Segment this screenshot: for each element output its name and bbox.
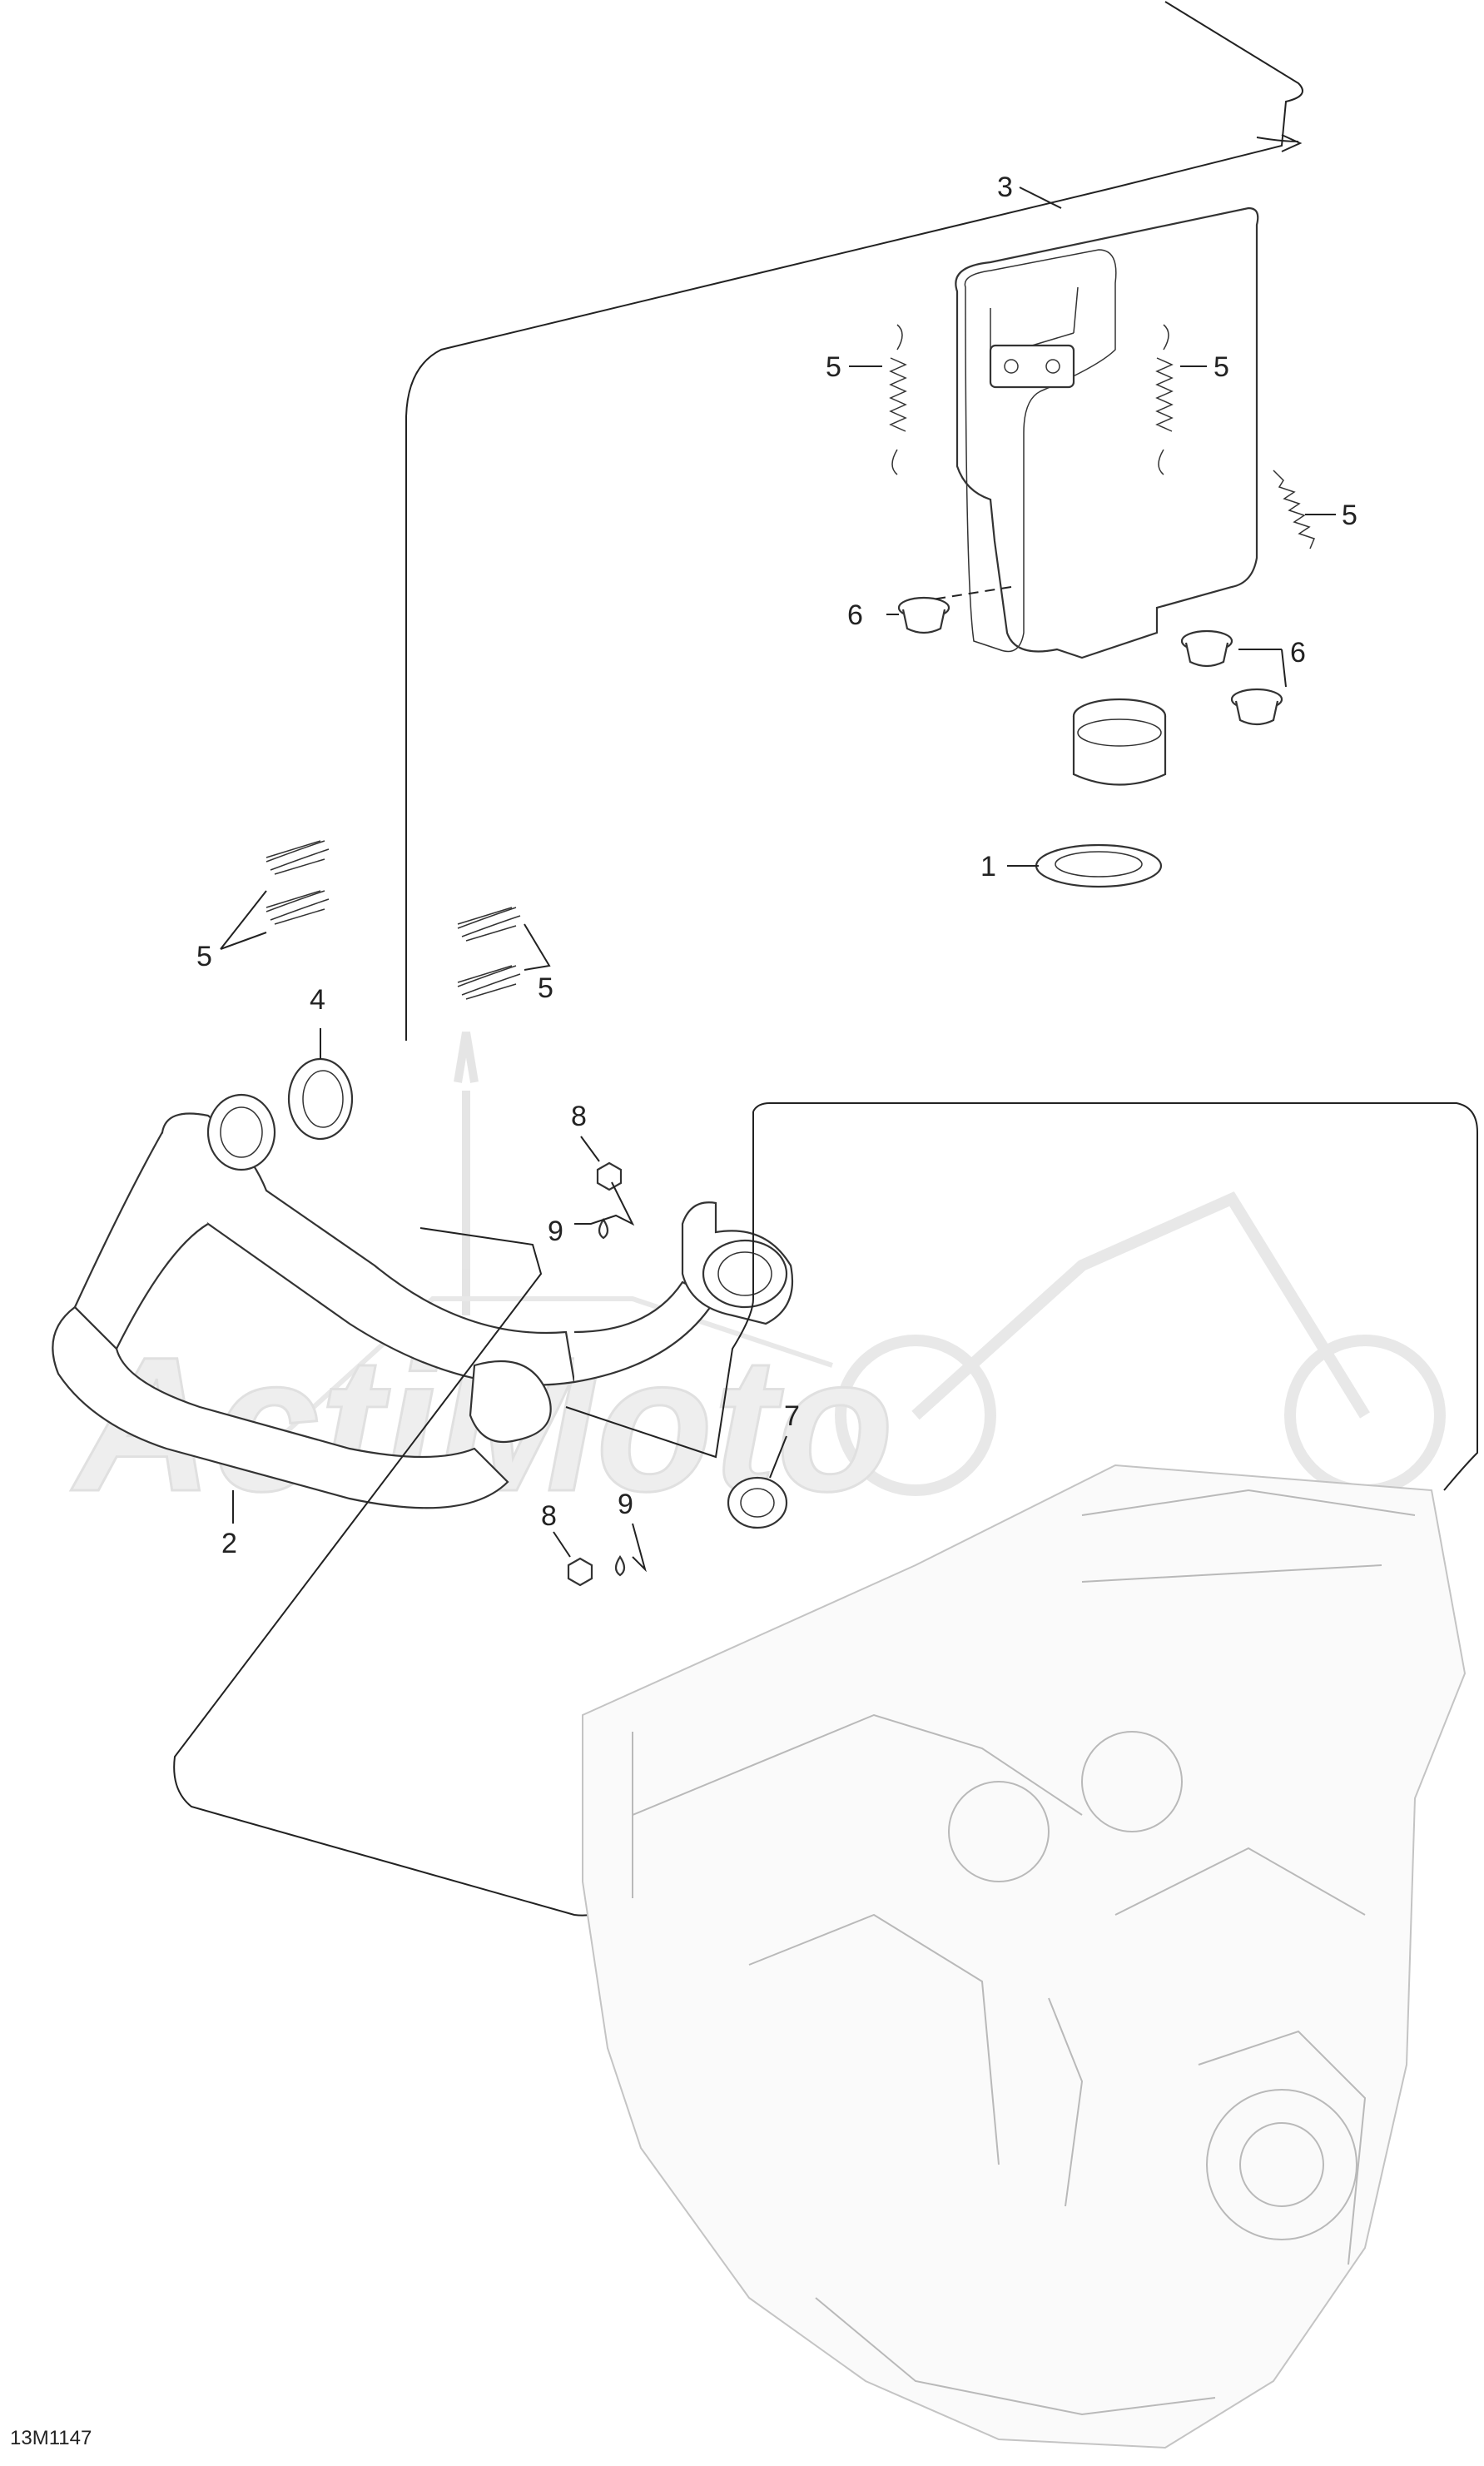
bumpers-part-6 xyxy=(886,586,1287,726)
callout-9-a: 9 xyxy=(548,1216,563,1247)
callout-7: 7 xyxy=(784,1400,800,1432)
callout-5-e: 5 xyxy=(538,972,553,1004)
callout-1: 1 xyxy=(980,851,996,882)
engine-block-ghost xyxy=(582,1464,1467,2449)
nuts-part-8 xyxy=(553,1136,623,1587)
callout-6-b: 6 xyxy=(1290,637,1306,669)
callout-3-leader xyxy=(1019,186,1062,209)
callout-8-b: 8 xyxy=(541,1500,557,1532)
headpipe-part-2 xyxy=(52,1093,717,1524)
flange-routing-line xyxy=(565,1111,754,1459)
callout-3: 3 xyxy=(997,172,1013,203)
callout-6-a: 6 xyxy=(847,599,863,631)
callout-8-a: 8 xyxy=(571,1101,587,1132)
callout-5-d: 5 xyxy=(196,941,212,972)
gasket-part-4 xyxy=(287,1028,354,1141)
callout-5-a: 5 xyxy=(826,351,841,383)
callout-4: 4 xyxy=(310,984,325,1016)
gasket-part-1 xyxy=(1007,843,1163,888)
callout-5-c: 5 xyxy=(1342,500,1357,531)
muffler-part xyxy=(955,206,1259,786)
sealant-part-9 xyxy=(574,1181,647,1577)
springs-part-5 xyxy=(220,324,1336,1000)
muffler-routing-arrow xyxy=(1256,134,1303,152)
callout-2: 2 xyxy=(221,1528,237,1559)
callout-5-b: 5 xyxy=(1214,351,1229,383)
muffler-routing-outline xyxy=(405,1,1303,1041)
figure-id-label: 13M1147 xyxy=(10,2427,92,2449)
engine-routing-line-right xyxy=(752,1102,1478,1491)
exhaust-flange xyxy=(681,1201,794,1325)
gasket-part-7 xyxy=(727,1435,788,1529)
callout-9-b: 9 xyxy=(618,1489,633,1520)
